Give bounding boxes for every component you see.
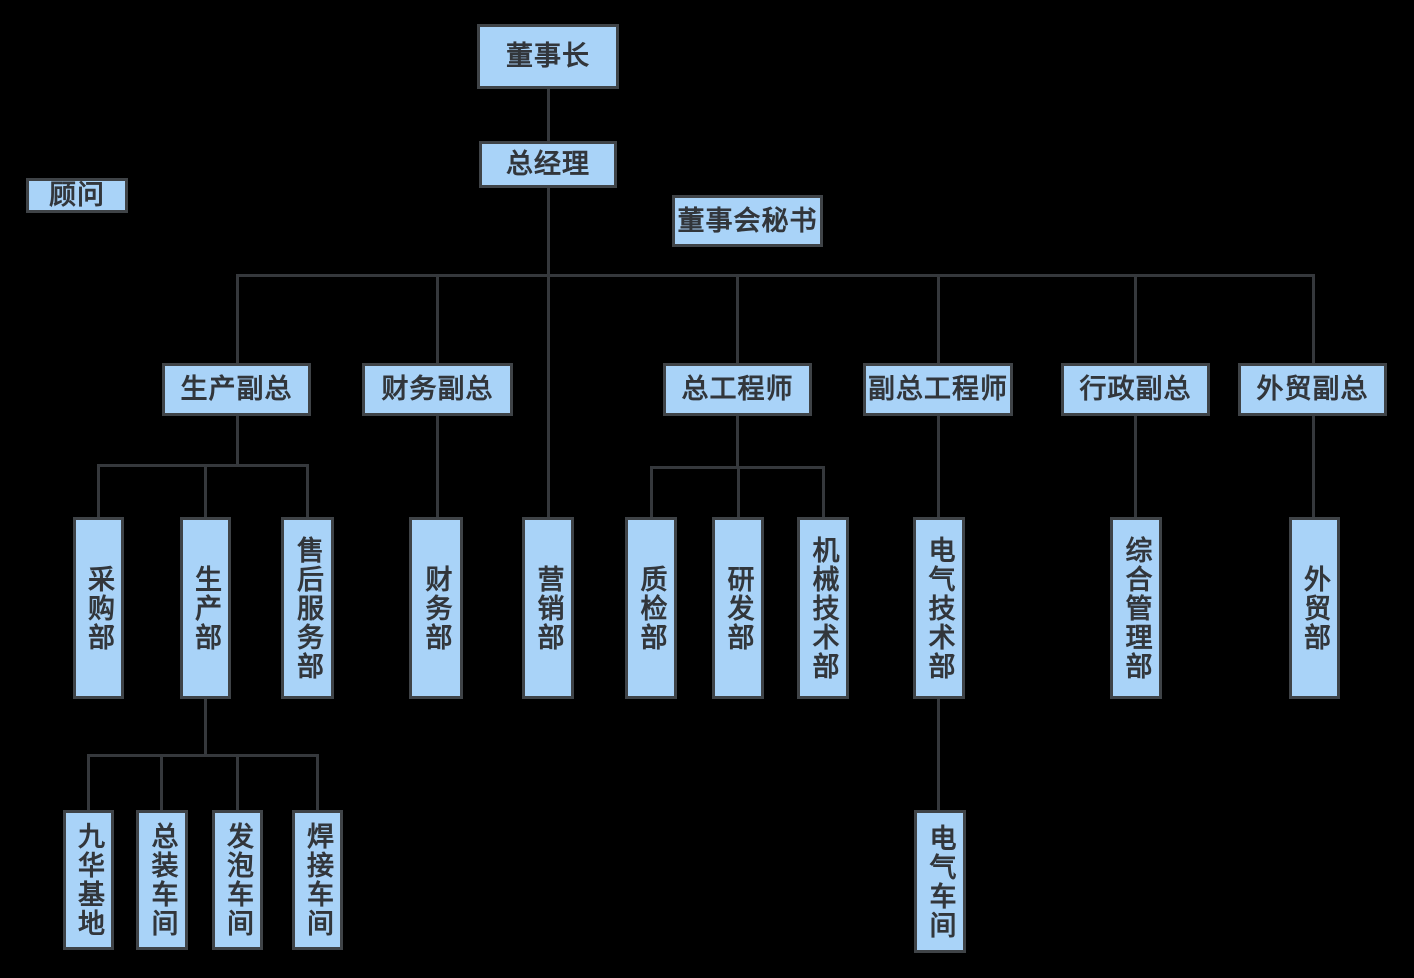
node-chief-engineer[interactable]: 总工程师 [663,363,812,416]
node-vp-production[interactable]: 生产副总 [162,363,311,416]
node-jiuhua-base[interactable]: 九华基地 [63,810,114,950]
node-general-manager[interactable]: 总经理 [479,141,617,188]
connector-line [736,274,739,363]
connector-line [547,188,550,517]
connector-line [436,274,439,363]
node-vp-foreign-trade[interactable]: 外贸副总 [1238,363,1387,416]
node-foaming-workshop[interactable]: 发泡车间 [212,810,263,950]
connector-line [160,754,163,810]
node-welding-workshop[interactable]: 焊接车间 [292,810,343,950]
node-dept-after-sales[interactable]: 售后服务部 [281,517,334,699]
connector-line [1134,274,1137,363]
connector-line [236,274,239,363]
connector-line [236,416,239,465]
connector-line [204,699,207,755]
connector-line [937,699,940,810]
node-dept-general-mgmt[interactable]: 综合管理部 [1110,517,1162,699]
connector-line [87,754,90,810]
node-dept-finance[interactable]: 财务部 [409,517,463,699]
connector-line [737,466,740,517]
node-dept-marketing[interactable]: 营销部 [522,517,574,699]
connector-line [937,274,940,363]
connector-line [97,464,100,517]
connector-line [937,416,940,517]
connector-line [1134,416,1137,517]
node-electrical-workshop[interactable]: 电气车间 [914,810,966,953]
connector-line [822,466,825,517]
node-advisor[interactable]: 顾问 [26,178,128,213]
connector-line [236,754,239,810]
connector-line [306,464,309,517]
connector-line [650,466,653,517]
node-vp-admin[interactable]: 行政副总 [1061,363,1210,416]
node-dept-production[interactable]: 生产部 [180,517,231,699]
connector-line [1312,416,1315,517]
connector-line [236,274,1315,277]
connector-line [547,89,550,141]
node-chairman[interactable]: 董事长 [477,24,619,89]
node-dept-rnd[interactable]: 研发部 [712,517,764,699]
node-dept-purchasing[interactable]: 采购部 [73,517,124,699]
node-dept-elec-tech[interactable]: 电气技术部 [913,517,965,699]
node-assembly-workshop[interactable]: 总装车间 [136,810,188,950]
connector-line [97,464,309,467]
node-dept-foreign-trade[interactable]: 外贸部 [1289,517,1340,699]
node-dept-quality[interactable]: 质检部 [625,517,677,699]
connector-line [1312,274,1315,363]
node-board-secretary[interactable]: 董事会秘书 [672,195,823,247]
node-vp-finance[interactable]: 财务副总 [362,363,513,416]
connector-line [736,416,739,467]
connector-line [204,464,207,517]
connector-line [87,754,318,757]
connector-line [436,416,439,517]
connector-line [316,754,319,810]
node-deputy-chief-engineer[interactable]: 副总工程师 [863,363,1013,416]
node-dept-mech-tech[interactable]: 机械技术部 [797,517,849,699]
